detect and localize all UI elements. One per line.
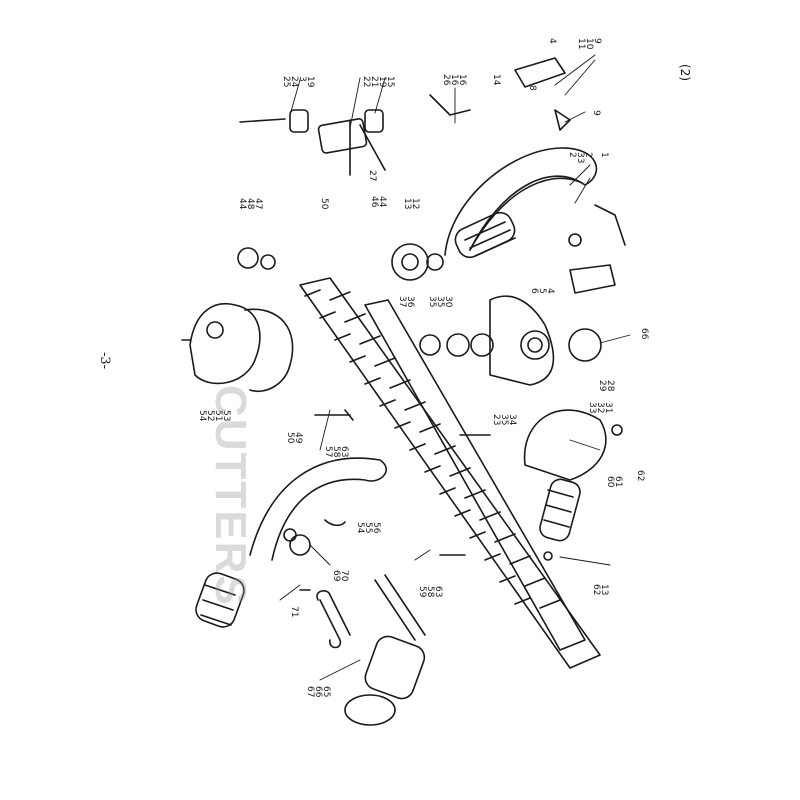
callout-10: 8 [527,85,537,91]
callout-56: 57 [323,446,333,458]
lower-handle [249,457,387,561]
trigger-assembly [568,204,626,294]
callout-69: 69 [331,570,341,582]
callout-33b: 33 [587,402,597,414]
callout-1: 1 [599,152,609,158]
top-handle [444,147,598,259]
callout-16: 14 [491,74,501,86]
callout-52: 50 [319,198,329,210]
callout-58: 59 [417,586,427,598]
callout-61b: 62 [591,584,601,596]
callout-71: 71 [289,606,299,618]
top-parts [239,57,571,176]
page-number: -3- [97,352,112,370]
cutter-blade-assembly [299,277,601,669]
grips [195,572,426,726]
bearings [419,333,494,357]
callout-9: 9 [591,110,601,116]
callout-15a: 13 [402,198,412,210]
callout-23: 23 [491,414,501,426]
leader-lines [279,54,631,681]
hand-guard [523,409,607,542]
callout-13: 11 [576,38,586,50]
callout-2b: 2 [567,152,577,158]
watermark: CUTTERS [206,385,255,607]
screws [181,339,623,591]
gear-cover-plate [189,303,294,392]
callout-41b: 44 [237,198,247,210]
callout-25: 25 [281,76,291,88]
callout-27: 27 [367,170,377,182]
callout-29: 29 [597,380,607,392]
gear-housing [489,295,602,386]
callout-59: 60 [605,476,615,488]
callout-8: 6 [529,288,539,294]
callout-53: 54 [355,522,365,534]
callout-61a: 62 [635,470,645,482]
callout-4: 4 [547,38,557,44]
callout-36b: 35 [427,296,437,308]
callout-63: 66 [639,328,649,340]
callout-22: 22 [361,76,371,88]
drive-gear [237,243,444,281]
callout-47: 50 [285,432,295,444]
tools [283,528,426,649]
callout-26: 26 [441,74,451,86]
callout-67: 67 [305,686,315,698]
sheet-label: (2) [678,64,692,81]
callout-42: 46 [369,196,379,208]
callout-38: 37 [397,296,407,308]
